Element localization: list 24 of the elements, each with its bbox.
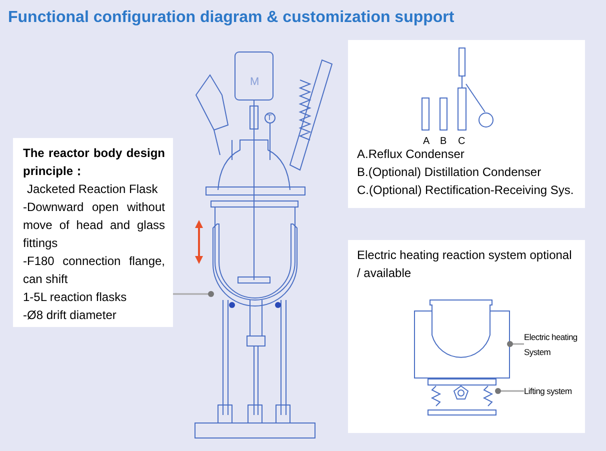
callout-letter: B — [440, 136, 447, 147]
text-card — [13, 138, 173, 327]
leader-line — [507, 341, 524, 347]
callout-text: Electric heating System — [524, 331, 578, 359]
drawing-letter: M — [250, 76, 260, 88]
callout-letter: C — [458, 136, 466, 147]
body-text: -Ø8 drift diameter — [23, 307, 118, 324]
title: Functional configuration diagram & customization support — [8, 9, 454, 27]
heading: The reactor body design principle： — [23, 145, 165, 180]
heading: Electric heating reaction system optional / available — [357, 247, 573, 282]
callout-text: Lifting system — [524, 385, 573, 398]
body-text: Jacketed Reaction Flask — [26, 181, 159, 198]
legend-text: A.Reflux Condenser — [357, 146, 466, 163]
body-text: -F180 connection flange, can shift — [23, 253, 165, 288]
body-text: 1-5L reaction flasks — [23, 289, 128, 306]
drawing-letter: T — [267, 113, 272, 122]
leader-line — [173, 291, 214, 297]
condenser-card — [348, 40, 585, 208]
legend-text: C.(Optional) Rectification-Receiving Sys. — [357, 182, 575, 199]
legend-text: B.(Optional) Distillation Condenser — [357, 164, 542, 181]
heating-card — [348, 240, 585, 433]
leader-line — [495, 388, 524, 394]
callout-letter: A — [423, 136, 430, 147]
body-text: -Downward open without move of head and glass fittings — [23, 199, 165, 252]
